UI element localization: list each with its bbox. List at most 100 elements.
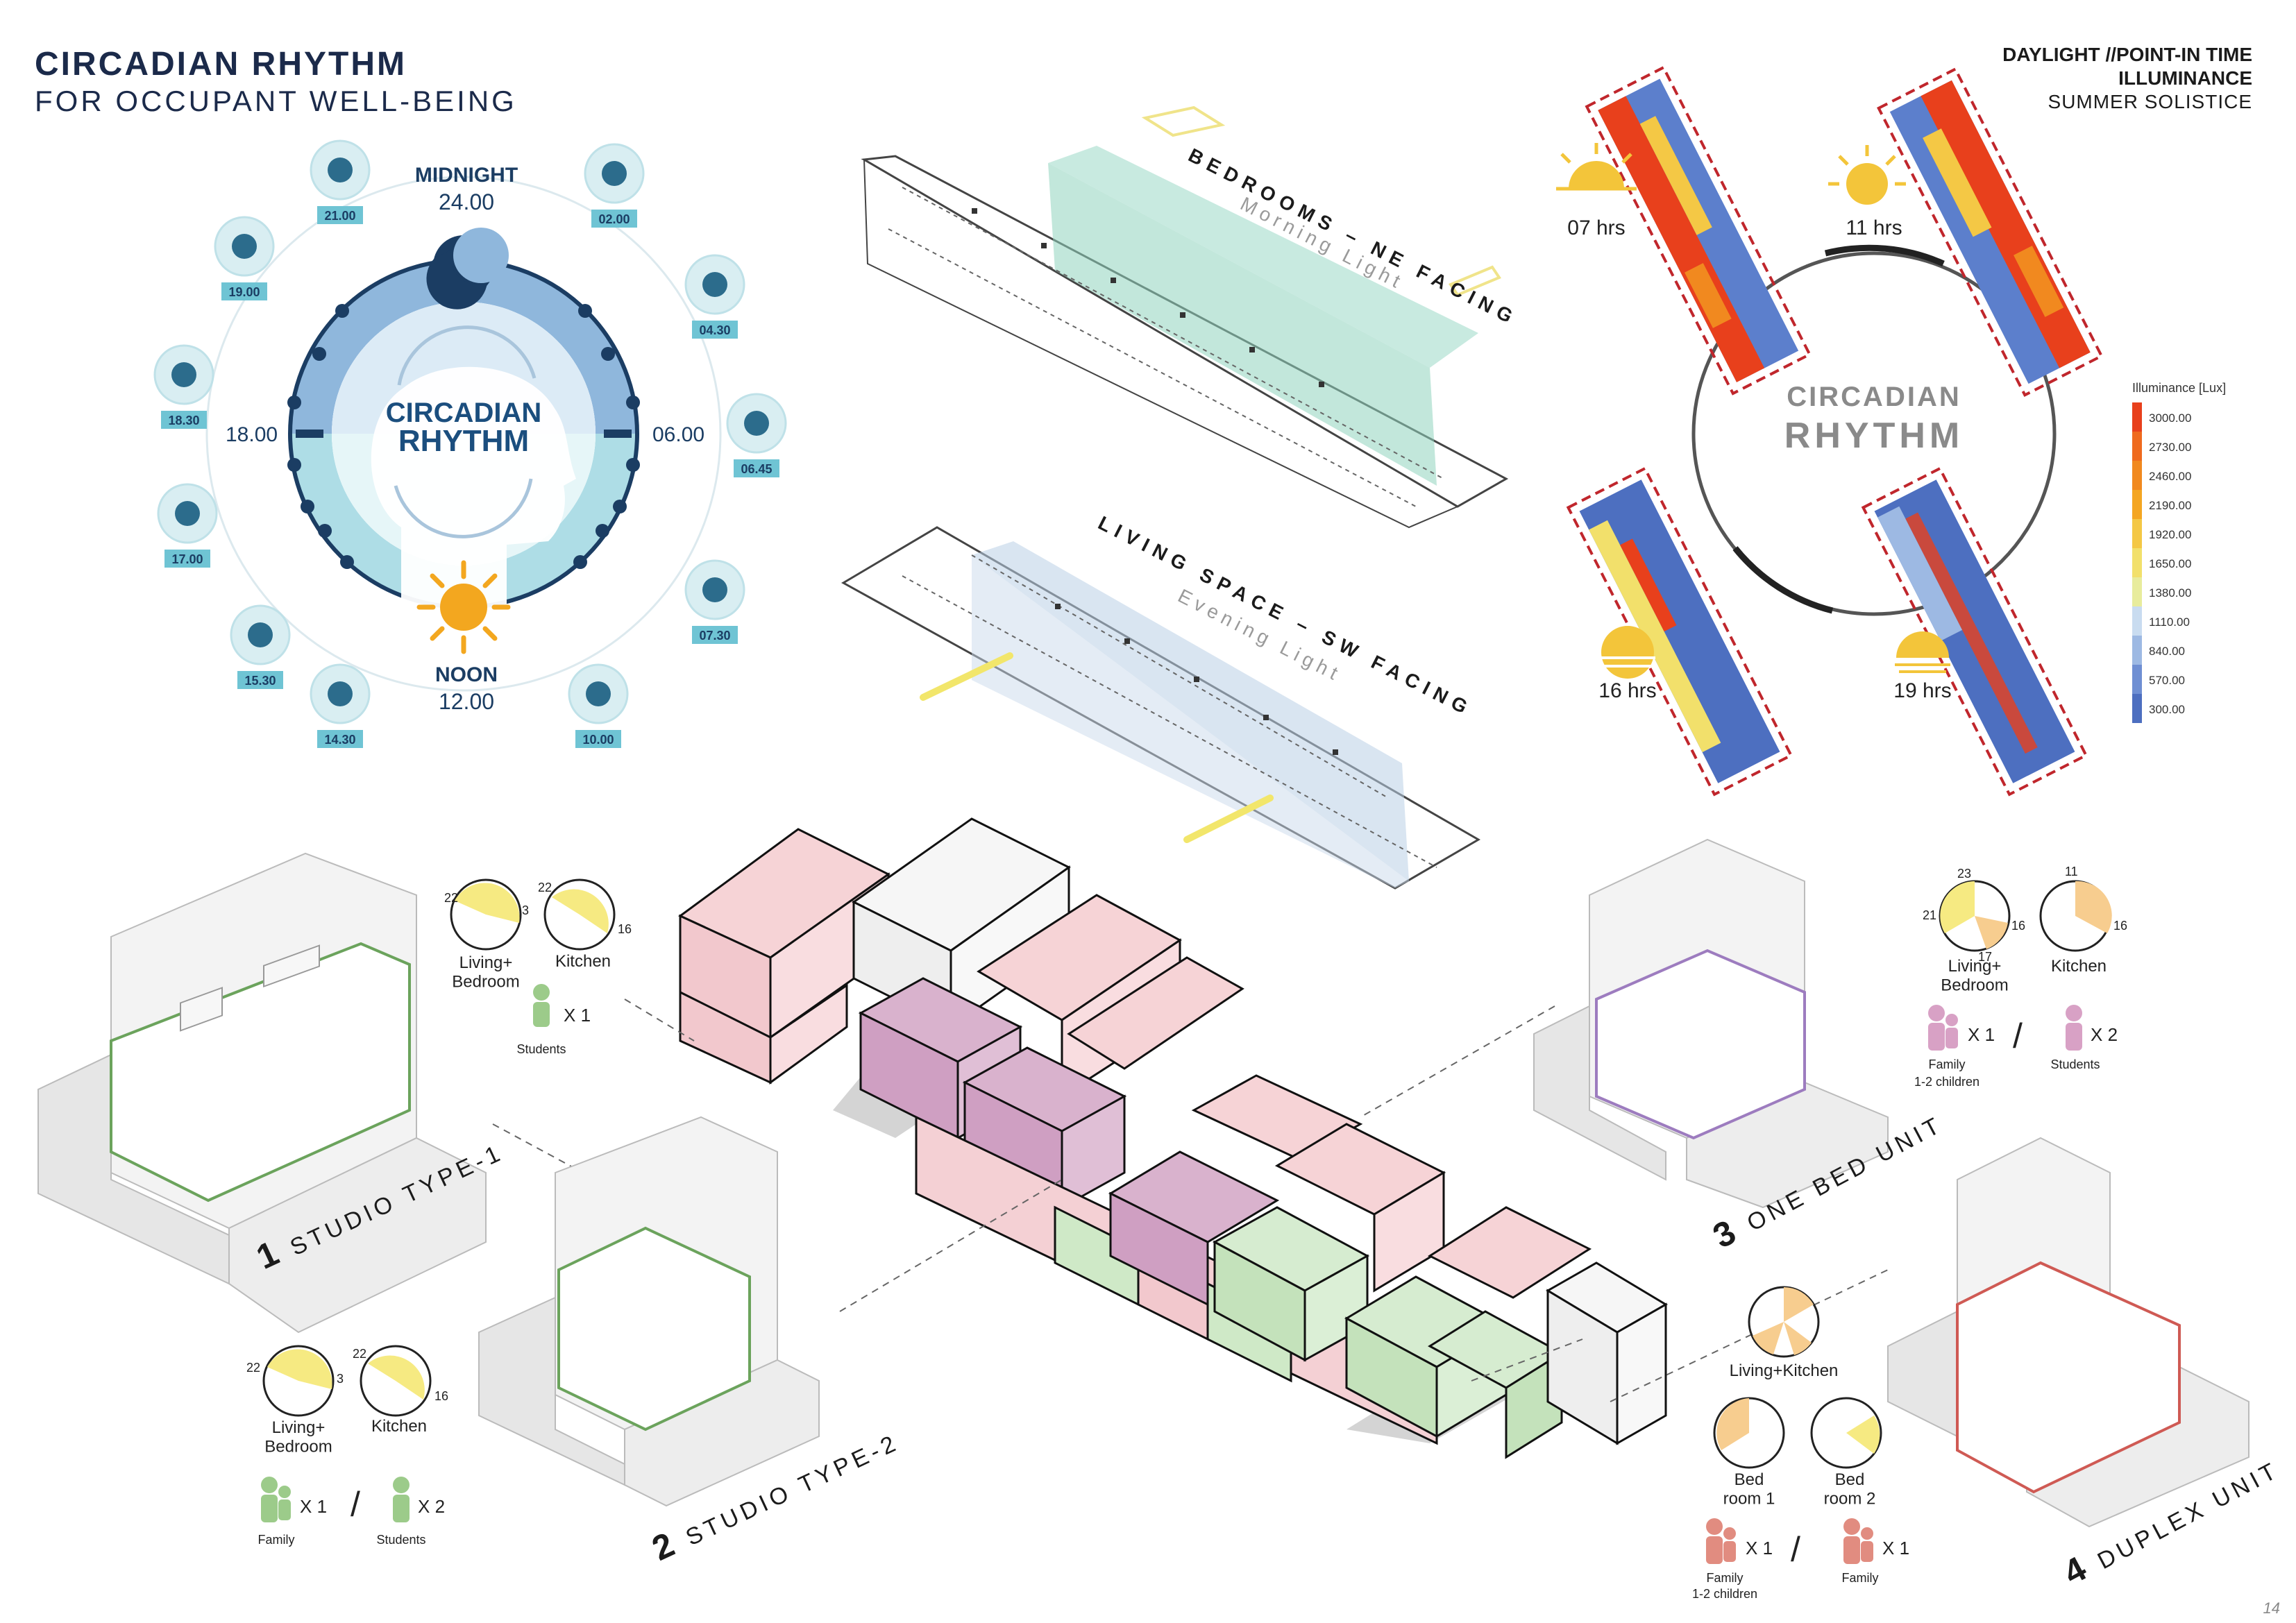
- midnight-time: 24.00: [439, 189, 494, 214]
- duplex-occ1: X 1: [1746, 1538, 1773, 1558]
- daylight-ring: CIRCADIAN RHYTHM: [1691, 244, 2057, 616]
- clock-events: 21.00 02.00 04.30 06.45 07.30 10.00 14.30 15.30…: [153, 139, 787, 748]
- clock-event-time-tag: [692, 626, 738, 644]
- legend-value: 1650.00: [2149, 557, 2191, 570]
- legend-swatch: [2132, 490, 2142, 519]
- legend-value: 1110.00: [2149, 615, 2190, 629]
- living-plan: LIVING SPACE – SW FACING Evening Light: [841, 512, 1480, 890]
- legend-title: Illuminance [Lux]: [2132, 381, 2226, 395]
- clock-event-10-00: 10.00: [568, 663, 629, 748]
- clock-event-time-tag: [237, 671, 283, 689]
- clock-event-time: 18.30: [168, 414, 199, 427]
- heart-pulse-icon-glyph: [171, 362, 196, 387]
- circadian-clock: CIRCADIAN RHYTHM MIDNIGHT 24.00 NOON 12.…: [205, 164, 722, 714]
- studio-2-clock2-label: Kitchen: [371, 1417, 427, 1436]
- clock-event-time: 06.45: [741, 462, 772, 476]
- clock-event-time: 15.30: [244, 674, 276, 688]
- legend-swatch: [2132, 461, 2142, 490]
- heatmap-16hrs: [1566, 466, 1793, 797]
- clock-center-line2: RHYTHM: [398, 424, 529, 458]
- legend-value: 2190.00: [2149, 499, 2191, 512]
- students-icon: [2066, 1005, 2082, 1051]
- legend-swatch: [2132, 665, 2142, 694]
- legend-value: 300.00: [2149, 703, 2185, 716]
- studio-2-occ1: X 1: [300, 1496, 327, 1517]
- one-bed-kitchen-clock: [2039, 880, 2112, 952]
- daylight-center-line2: RHYTHM: [1784, 416, 1964, 456]
- legend-value: 3000.00: [2149, 411, 2191, 425]
- heatmap-19hrs: [1861, 466, 2088, 797]
- daylight-heading2: ILLUMINANCE: [2118, 67, 2252, 89]
- head-sleep-icon-glyph: [328, 158, 353, 182]
- one-bed-clock-n17: 17: [1978, 950, 1992, 964]
- clock-event-14-30: 14.30: [310, 663, 371, 748]
- daylight-time-07: 07 hrs: [1567, 216, 1625, 239]
- clock-event-time-tag: [317, 730, 363, 748]
- illuminance-legend: 3000.002730.002460.002190.001920.001650.…: [2132, 402, 2191, 723]
- one-bed-clock2-label: Kitchen: [2051, 957, 2107, 976]
- studio-2-occ1-label: Family: [258, 1533, 295, 1547]
- studio-1-clock-n3: 3: [522, 903, 529, 917]
- yoga-figure-icon-glyph: [328, 681, 353, 706]
- duplex-divider: /: [1791, 1530, 1800, 1569]
- clock-event-time: 17.00: [171, 552, 203, 566]
- clock-event-time: 10.00: [582, 733, 614, 747]
- noon-time: 12.00: [439, 689, 494, 714]
- lightbulb-icon-glyph: [586, 681, 611, 706]
- clock-event-21-00: 21.00: [310, 139, 371, 224]
- building-massing: [678, 817, 1668, 1459]
- daylight-heading1: DAYLIGHT //POINT-IN TIME: [2002, 44, 2252, 65]
- legend-value: 840.00: [2149, 645, 2185, 658]
- body-temperature-icon-glyph: [702, 272, 727, 297]
- heatmap-11hrs: [1877, 67, 2104, 398]
- one-bed-divider: /: [2013, 1017, 2023, 1055]
- family-icon: [1928, 1005, 1958, 1051]
- one-bed-clock-n21: 21: [1923, 908, 1936, 922]
- daylight-time-11: 11 hrs: [1846, 216, 1902, 239]
- studio-1-clock1-label: Living+Bedroom: [452, 953, 519, 992]
- duplex-occ2: X 1: [1882, 1538, 1909, 1558]
- sun-19hrs-icon: [1895, 631, 1950, 673]
- clock-event-time-tag: [221, 282, 267, 300]
- clock-event-time: 04.30: [699, 323, 730, 337]
- one-bed-occ1-label: Family: [1929, 1057, 1966, 1071]
- legend-swatch: [2132, 694, 2142, 723]
- clock-event-15-30: 15.30: [230, 604, 291, 689]
- studio-2-clock1-label: Living+Bedroom: [264, 1418, 332, 1456]
- legend-value: 1380.00: [2149, 586, 2191, 600]
- daylight-center-line1: CIRCADIAN: [1787, 382, 1961, 412]
- sun-16hrs-icon: [1600, 626, 1655, 679]
- clock-event-time-tag: [591, 210, 637, 228]
- right-time: 06.00: [652, 423, 704, 446]
- sun-07hrs-icon: [1556, 143, 1637, 191]
- legend-swatch: [2132, 432, 2142, 461]
- page-number: 14: [2263, 1599, 2280, 1617]
- clock-event-19-00: 19.00: [214, 216, 275, 300]
- family-icon: [261, 1477, 291, 1522]
- studio-1-living-clock: [450, 878, 522, 951]
- duplex-clock0-label: Living+Kitchen: [1730, 1361, 1839, 1380]
- studio-1-clock2-label: Kitchen: [555, 952, 611, 971]
- studio-2-clock-n16: 16: [434, 1389, 448, 1403]
- legend-swatch: [2132, 402, 2142, 432]
- bedroom-plan: BEDROOMS – NE FACING Morning Light: [861, 105, 1521, 529]
- noon-label: NOON: [435, 663, 498, 686]
- poster-title: CIRCADIAN RHYTHM: [35, 46, 407, 83]
- legend-value: 2730.00: [2149, 441, 2191, 454]
- one-bed-clock-n16a: 16: [2011, 919, 2025, 933]
- clock-event-02-00: 02.00: [584, 143, 645, 228]
- student-icon: [533, 984, 550, 1027]
- legend-value: 2460.00: [2149, 470, 2191, 483]
- sun-11hrs-icon: [1828, 145, 1906, 205]
- one-bed-clock1-label: Living+Bedroom: [1941, 957, 2008, 995]
- studio-1-clock-n22b: 22: [538, 881, 552, 894]
- head-cross-icon-glyph: [702, 577, 727, 602]
- legend-swatch: [2132, 606, 2142, 636]
- legend-swatch: [2132, 577, 2142, 606]
- clock-event-07-30: 07.30: [684, 559, 745, 644]
- duplex-bedroom1-clock: [1713, 1397, 1785, 1469]
- studio-2-kitchen-clock: [360, 1345, 432, 1417]
- clock-event-17-00: 17.00: [157, 483, 218, 568]
